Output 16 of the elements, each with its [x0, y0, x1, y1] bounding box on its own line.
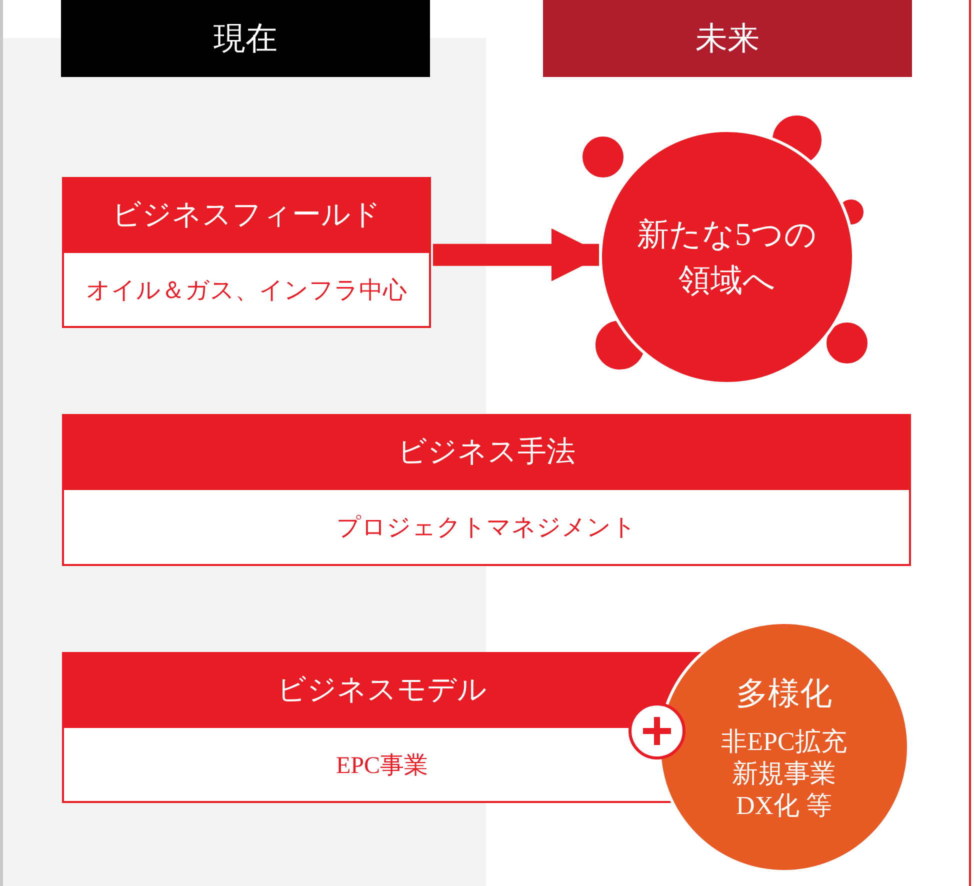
circle-text: 新規事業: [732, 758, 836, 790]
card-heading: ビジネス手法: [62, 414, 911, 490]
circle-heading: 新たな5つの領域へ: [637, 215, 817, 300]
circle-heading: 多様化: [736, 674, 832, 713]
column-header: 現在: [61, 0, 430, 77]
card-text: プロジェクトマネジメント: [336, 514, 636, 543]
card-text: EPC事業: [336, 752, 428, 780]
model-card: [62, 652, 702, 803]
circle-text: 非EPC拡充: [721, 726, 847, 758]
method-card: [62, 414, 911, 566]
card-heading: ビジネスフィールド: [62, 177, 431, 253]
field-card: [62, 177, 431, 328]
column-header: 未来: [543, 0, 912, 77]
card-heading: ビジネスモデル: [62, 652, 702, 728]
circle-text: DX化 等: [736, 790, 832, 822]
card-text: オイル＆ガス、インフラ中心: [86, 276, 407, 306]
